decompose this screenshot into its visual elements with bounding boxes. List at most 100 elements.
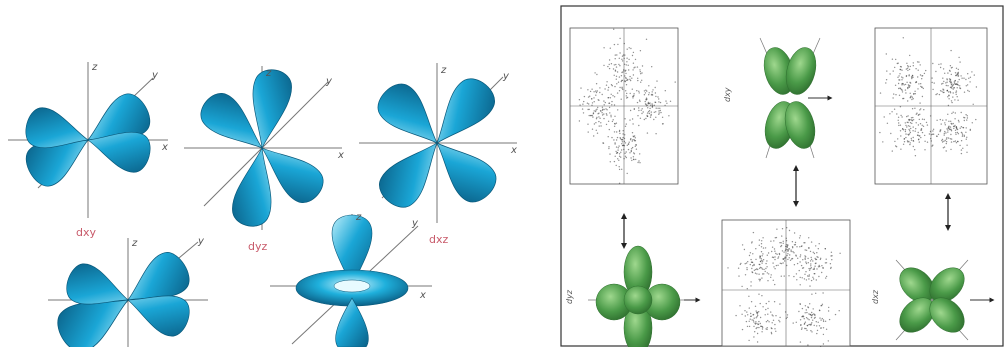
- scatter-point: [902, 37, 904, 39]
- scatter-point: [774, 283, 776, 286]
- scatter-point: [813, 268, 815, 270]
- scatter-point: [950, 128, 952, 131]
- scatter-point: [949, 92, 952, 94]
- scatter-point: [638, 124, 640, 127]
- scatter-point: [965, 78, 967, 81]
- scatter-point: [818, 265, 821, 268]
- scatter-point: [631, 77, 633, 79]
- scatter-point: [619, 138, 622, 140]
- scatter-point: [746, 311, 748, 313]
- scatter-point: [620, 75, 623, 77]
- scatter-point: [777, 264, 779, 266]
- scatter-point: [800, 324, 802, 326]
- scatter-point: [885, 53, 887, 55]
- scatter-point: [808, 269, 811, 271]
- scatter-point: [909, 65, 911, 68]
- scatter-point: [947, 104, 950, 107]
- scatter-point: [900, 148, 902, 150]
- scatter-point: [799, 319, 802, 321]
- scatter-point: [629, 139, 632, 141]
- scatter-point: [595, 118, 598, 120]
- scatter-point: [621, 58, 623, 60]
- scatter-point: [632, 74, 635, 76]
- scatter-point: [963, 119, 965, 122]
- scatter-point: [608, 106, 611, 109]
- scatter-point: [969, 76, 972, 79]
- scatter-point: [807, 257, 809, 260]
- scatter-point: [810, 258, 813, 261]
- scatter-point: [618, 76, 621, 78]
- scatter-point: [816, 325, 818, 327]
- scatter-point: [822, 292, 824, 294]
- scatter-point: [762, 253, 764, 255]
- scatter-point: [890, 132, 892, 135]
- scatter-point: [752, 313, 755, 316]
- scatter-point: [651, 66, 653, 68]
- scatter-point: [775, 315, 777, 317]
- axis-z-label: z: [131, 238, 138, 249]
- scatter-point: [759, 322, 761, 325]
- scatter-point: [918, 61, 920, 63]
- scatter-point: [899, 124, 902, 126]
- scatter-point: [809, 250, 812, 253]
- scatter-point: [629, 109, 632, 112]
- scatter-point: [929, 115, 932, 117]
- scatter-point: [787, 248, 790, 250]
- scatter-point: [812, 308, 814, 310]
- scatter-point: [762, 237, 764, 239]
- scatter-point: [808, 278, 810, 280]
- scatter-point: [798, 310, 800, 313]
- scatter-point: [621, 55, 624, 57]
- scatter-point: [751, 271, 754, 274]
- scatter-point: [821, 265, 823, 267]
- scatter-point: [917, 131, 919, 134]
- scatter-point: [955, 74, 957, 77]
- scatter-point: [963, 135, 965, 138]
- scatter-point: [753, 264, 755, 266]
- scatter-point: [923, 118, 925, 121]
- scatter-point: [600, 122, 602, 124]
- scatter-point: [620, 98, 622, 100]
- scatter-point: [620, 151, 622, 153]
- scatter-point: [649, 116, 652, 118]
- scatter-point: [760, 325, 762, 328]
- scatter-point: [793, 232, 796, 234]
- scatter-point: [951, 101, 953, 104]
- scatter-point: [664, 90, 666, 92]
- scatter-point: [962, 126, 964, 129]
- scatter-point: [932, 88, 934, 91]
- scatter-point: [782, 240, 784, 242]
- scatter-point: [949, 128, 951, 131]
- scatter-point: [973, 74, 975, 76]
- scatter-point: [633, 108, 636, 110]
- scatter-point: [617, 149, 619, 151]
- scatter-point: [907, 115, 909, 117]
- orbital-side-label: dxz: [871, 289, 880, 304]
- scatter-point: [636, 101, 639, 104]
- scatter-point: [661, 123, 664, 125]
- scatter-point: [799, 261, 801, 263]
- scatter-point: [886, 122, 889, 125]
- scatter-point: [805, 309, 807, 311]
- scatter-point: [741, 313, 743, 315]
- scatter-point: [651, 106, 654, 108]
- scatter-point: [915, 68, 917, 70]
- scatter-point: [605, 84, 608, 86]
- scatter-point: [759, 263, 761, 266]
- scatter-point: [608, 63, 610, 66]
- scatter-point: [786, 248, 788, 251]
- scatter-point: [909, 85, 911, 87]
- scatter-point: [741, 285, 743, 288]
- scatter-point: [768, 273, 770, 275]
- scatter-point: [748, 254, 751, 257]
- scatter-point: [907, 134, 910, 136]
- scatter-point: [624, 70, 626, 72]
- scatter-point: [911, 74, 914, 77]
- scatter-point: [648, 92, 650, 94]
- scatter-point: [607, 65, 609, 68]
- scatter-point: [617, 158, 619, 160]
- axis-y-label: y: [151, 70, 159, 81]
- scatter-point: [908, 68, 911, 71]
- scatter-point: [917, 124, 920, 126]
- scatter-point: [956, 83, 958, 86]
